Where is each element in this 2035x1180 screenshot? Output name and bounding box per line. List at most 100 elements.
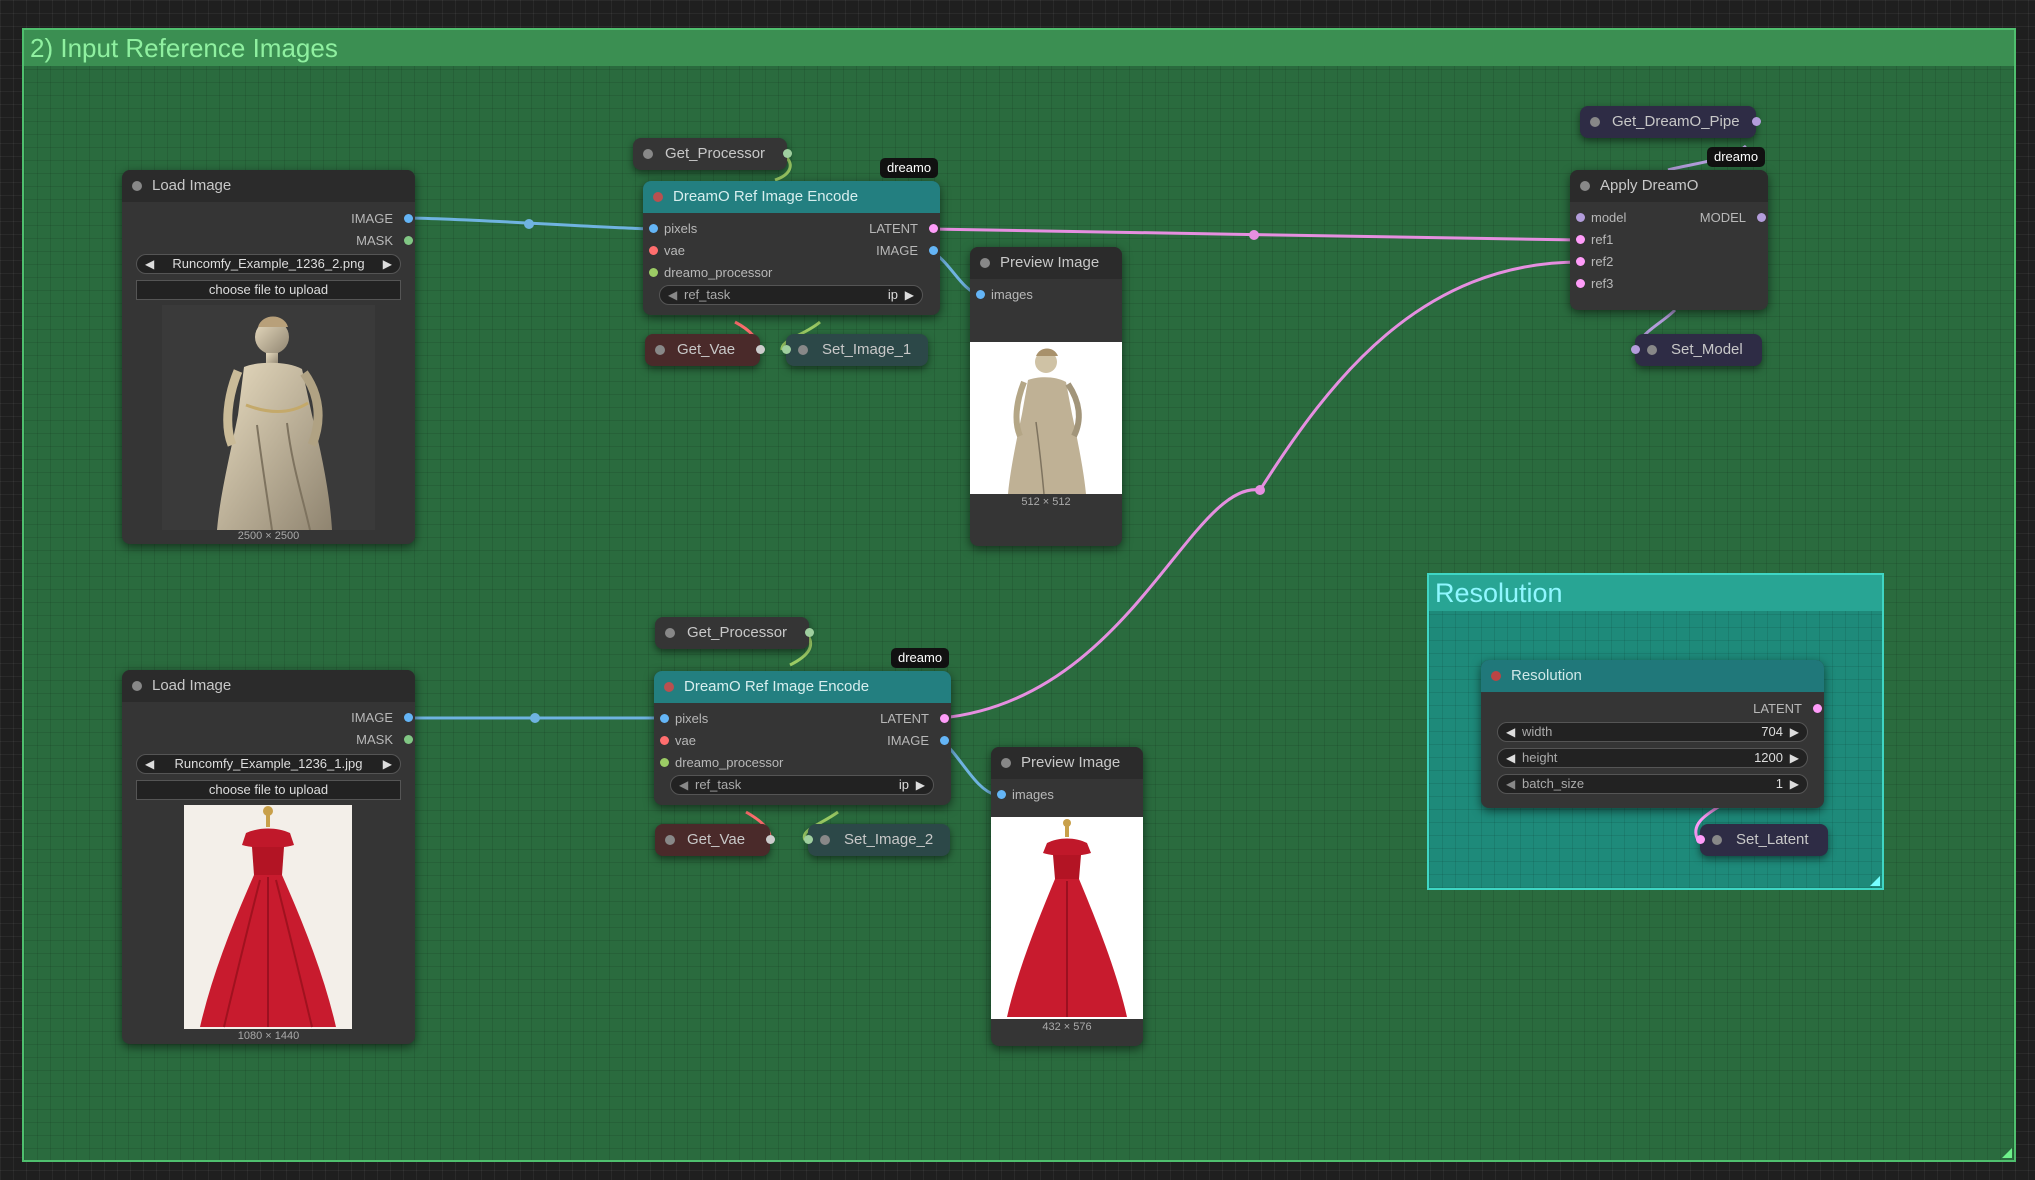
image-file-combo[interactable]: ◀ Runcomfy_Example_1236_2.png ▶	[136, 254, 401, 274]
node-title[interactable]: DreamO Ref Image Encode	[643, 181, 940, 213]
output-port[interactable]	[783, 149, 792, 158]
set-model-node[interactable]: Set_Model	[1631, 334, 1762, 366]
dreamo-ref-image-encode-node-1[interactable]: DreamO Ref Image Encode pixels vae dream…	[643, 181, 940, 315]
collapse-dot-icon[interactable]	[1491, 671, 1501, 681]
collapse-dot-icon[interactable]	[665, 835, 675, 845]
arrow-right-icon[interactable]: ▶	[904, 288, 914, 302]
input-port[interactable]	[804, 835, 813, 844]
width-widget[interactable]: ◀ width 704 ▶	[1497, 722, 1808, 742]
preview-image-node-2[interactable]: Preview Image images 432 × 576	[991, 747, 1143, 1046]
arrow-left-icon[interactable]: ◀	[668, 288, 678, 302]
arrow-right-icon[interactable]: ▶	[1789, 751, 1799, 765]
input-vae-port[interactable]	[660, 736, 669, 745]
input-images-port[interactable]	[997, 790, 1006, 799]
input-vae-port[interactable]	[649, 246, 658, 255]
collapse-dot-icon[interactable]	[655, 345, 665, 355]
collapse-dot-icon[interactable]	[980, 258, 990, 268]
output-image-port[interactable]	[940, 736, 949, 745]
get-vae-node-2[interactable]: Get_Vae	[655, 824, 775, 856]
arrow-right-icon[interactable]: ▶	[382, 757, 392, 771]
output-image-port[interactable]	[404, 214, 413, 223]
dreamo-ref-image-encode-node-2[interactable]: DreamO Ref Image Encode pixels vae dream…	[654, 671, 951, 805]
upload-button[interactable]: choose file to upload	[136, 280, 401, 300]
group-resize-handle[interactable]	[1870, 876, 1880, 886]
collapse-dot-icon[interactable]	[1590, 117, 1600, 127]
group-title[interactable]: 2) Input Reference Images	[24, 30, 2014, 66]
collapse-dot-icon[interactable]	[653, 192, 663, 202]
input-ref3-port[interactable]	[1576, 279, 1585, 288]
node-title[interactable]: Load Image	[122, 170, 415, 202]
input-processor-port[interactable]	[660, 758, 669, 767]
collapse-dot-icon[interactable]	[1001, 758, 1011, 768]
output-image-port[interactable]	[404, 713, 413, 722]
arrow-right-icon[interactable]: ▶	[1789, 725, 1799, 739]
group-title-resolution[interactable]: Resolution	[1429, 575, 1882, 611]
arrow-left-icon[interactable]: ◀	[1506, 777, 1516, 791]
output-port[interactable]	[1752, 117, 1761, 126]
load-image-node-2[interactable]: Load Image IMAGE MASK ◀ Runcomfy_Example…	[122, 670, 415, 1044]
set-latent-node[interactable]: Set_Latent	[1696, 824, 1828, 856]
output-port[interactable]	[756, 345, 765, 354]
node-title[interactable]: Preview Image	[991, 747, 1143, 779]
node-title[interactable]: Preview Image	[970, 247, 1122, 279]
arrow-right-icon[interactable]: ▶	[915, 778, 925, 792]
collapse-dot-icon[interactable]	[1647, 345, 1657, 355]
set-image-node-2[interactable]: Set_Image_2	[804, 824, 950, 856]
output-model-port[interactable]	[1757, 213, 1766, 222]
output-port[interactable]	[805, 628, 814, 637]
arrow-left-icon[interactable]: ◀	[145, 757, 155, 771]
input-ref1-port[interactable]	[1576, 235, 1585, 244]
set-image-node-1[interactable]: Set_Image_1	[782, 334, 928, 366]
ref-task-combo[interactable]: ◀ ref_task ip ▶	[659, 285, 923, 305]
output-image-port[interactable]	[929, 246, 938, 255]
node-title[interactable]: Resolution	[1481, 660, 1824, 692]
input-pixels-port[interactable]	[649, 224, 658, 233]
apply-dreamo-node[interactable]: Apply DreamO model ref1 ref2 ref3 MODEL	[1570, 170, 1768, 310]
get-processor-node-1[interactable]: Get_Processor	[633, 138, 792, 170]
output-latent-port[interactable]	[929, 224, 938, 233]
input-port[interactable]	[782, 345, 791, 354]
node-title[interactable]: Apply DreamO	[1570, 170, 1768, 202]
collapse-dot-icon[interactable]	[132, 181, 142, 191]
collapse-dot-icon[interactable]	[132, 681, 142, 691]
upload-button[interactable]: choose file to upload	[136, 780, 401, 800]
get-dreamo-pipe-node[interactable]: Get_DreamO_Pipe	[1580, 106, 1761, 138]
input-port[interactable]	[1631, 345, 1640, 354]
collapse-dot-icon[interactable]	[664, 682, 674, 692]
node-title[interactable]: Load Image	[122, 670, 415, 702]
output-mask-port[interactable]	[404, 236, 413, 245]
collapse-dot-icon[interactable]	[1712, 835, 1722, 845]
batch-size-widget[interactable]: ◀ batch_size 1 ▶	[1497, 774, 1808, 794]
preview-image-node-1[interactable]: Preview Image images 512 × 512	[970, 247, 1122, 546]
input-pixels-port[interactable]	[660, 714, 669, 723]
get-processor-node-2[interactable]: Get_Processor	[655, 617, 814, 649]
collapse-dot-icon[interactable]	[665, 628, 675, 638]
output-mask-port[interactable]	[404, 735, 413, 744]
ref-task-combo[interactable]: ◀ ref_task ip ▶	[670, 775, 934, 795]
output-port[interactable]	[766, 835, 775, 844]
input-port[interactable]	[1696, 835, 1705, 844]
arrow-left-icon[interactable]: ◀	[145, 257, 155, 271]
node-title[interactable]: DreamO Ref Image Encode	[654, 671, 951, 703]
height-widget[interactable]: ◀ height 1200 ▶	[1497, 748, 1808, 768]
output-latent-port[interactable]	[940, 714, 949, 723]
input-processor-port[interactable]	[649, 268, 658, 277]
arrow-left-icon[interactable]: ◀	[1506, 725, 1516, 739]
collapse-dot-icon[interactable]	[798, 345, 808, 355]
arrow-left-icon[interactable]: ◀	[1506, 751, 1516, 765]
collapse-dot-icon[interactable]	[820, 835, 830, 845]
arrow-right-icon[interactable]: ▶	[1789, 777, 1799, 791]
load-image-node-1[interactable]: Load Image IMAGE MASK ◀ Runcomfy_Example…	[122, 170, 415, 544]
group-resize-handle[interactable]	[2002, 1148, 2012, 1158]
arrow-right-icon[interactable]: ▶	[382, 257, 392, 271]
resolution-node[interactable]: Resolution LATENT ◀ width 704 ▶ ◀ height…	[1481, 660, 1824, 808]
arrow-left-icon[interactable]: ◀	[679, 778, 689, 792]
input-model-port[interactable]	[1576, 213, 1585, 222]
image-file-combo[interactable]: ◀ Runcomfy_Example_1236_1.jpg ▶	[136, 754, 401, 774]
collapse-dot-icon[interactable]	[1580, 181, 1590, 191]
collapse-dot-icon[interactable]	[643, 149, 653, 159]
get-vae-node-1[interactable]: Get_Vae	[645, 334, 765, 366]
input-images-port[interactable]	[976, 290, 985, 299]
output-latent-port[interactable]	[1813, 704, 1822, 713]
input-ref2-port[interactable]	[1576, 257, 1585, 266]
